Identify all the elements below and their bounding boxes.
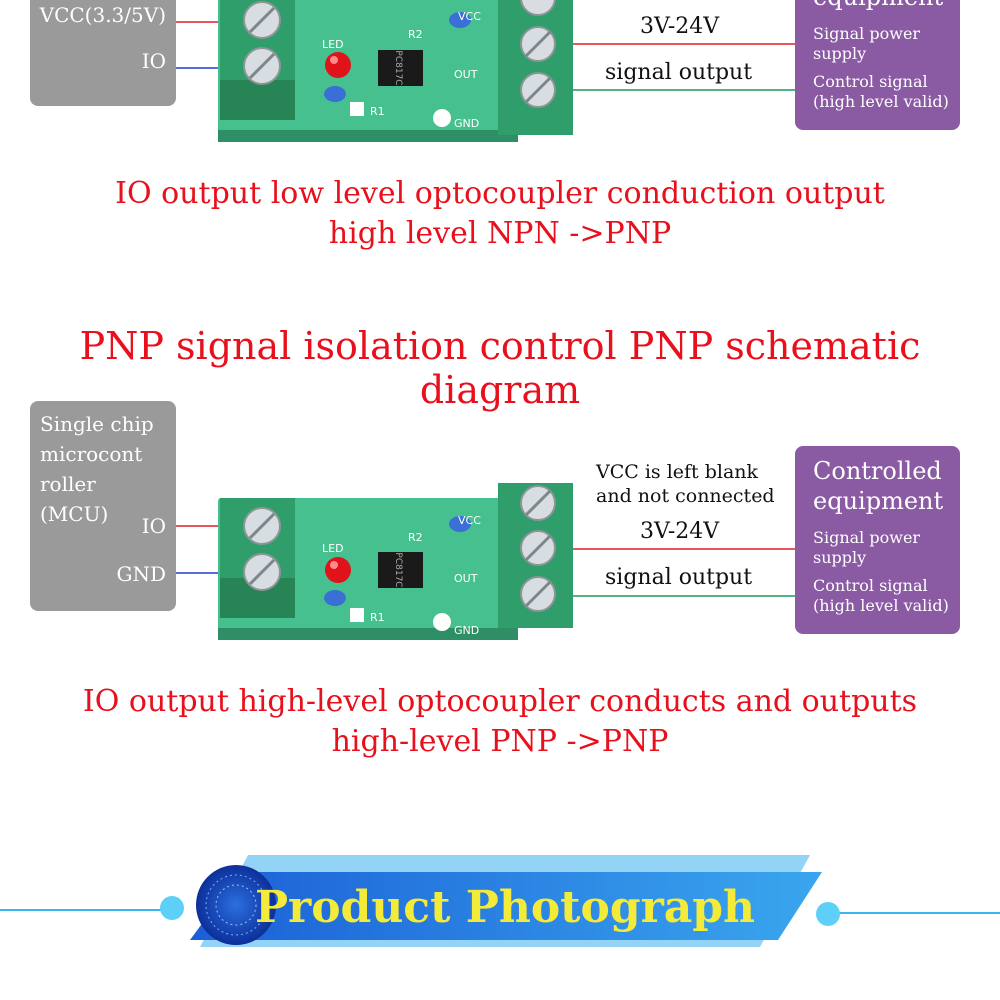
bottom-chip-label: PC817C: [393, 552, 403, 587]
bottom-equipment-title: Controlled equipment: [813, 457, 944, 515]
top-mcu-vcc-label: VCC(3.3/5V): [39, 3, 166, 27]
top-optocoupler-board: PC817C LED R1 R2 VCC OUT GND: [218, 0, 573, 142]
bottom-vcc-label: VCC: [458, 514, 481, 527]
top-signal-output-label: signal output: [605, 60, 753, 85]
top-caption-line2: high level NPN ->PNP: [328, 216, 672, 251]
top-chip-label: PC817C: [393, 50, 403, 85]
bottom-mcu-io-label: IO: [141, 514, 166, 538]
product-photograph-banner: Product Photograph: [0, 855, 1000, 947]
bottom-vcc-note: VCC is left blank and not connected: [596, 461, 775, 507]
bottom-signal-power-supply: Signal power supply: [813, 528, 921, 567]
top-equipment-box: equipment Signal power supply Control si…: [795, 0, 960, 130]
top-signal-power-supply: Signal power supply: [813, 24, 921, 63]
top-voltage-label: 3V-24V: [640, 14, 720, 39]
bottom-signal-output-label: signal output: [605, 565, 753, 590]
banner-title: Product Photograph: [255, 882, 755, 933]
top-mcu-box: VCC(3.3/5V) IO: [30, 0, 176, 106]
bottom-mcu-gnd-label: GND: [116, 562, 166, 586]
top-mcu-io-label: IO: [141, 49, 166, 73]
bottom-r2-label: R2: [408, 531, 423, 544]
top-equipment-title: equipment: [813, 0, 943, 12]
top-gnd-label: GND: [454, 117, 479, 130]
pnp-heading: PNP signal isolation control PNP schemat…: [79, 324, 921, 412]
top-led-label: LED: [322, 38, 344, 51]
bottom-mcu-box: Single chip microcont roller (MCU) IO GN…: [30, 401, 176, 611]
top-control-signal: Control signal (high level valid): [813, 72, 949, 111]
bottom-r1-label: R1: [370, 611, 385, 624]
bottom-caption-line1: IO output high-level optocoupler conduct…: [82, 684, 918, 719]
top-r2-label: R2: [408, 28, 423, 41]
top-out-label: OUT: [454, 68, 478, 81]
bottom-mcu-title: Single chip microcont roller (MCU): [40, 412, 154, 526]
top-caption-line1: IO output low level optocoupler conducti…: [115, 176, 885, 211]
bottom-control-signal: Control signal (high level valid): [813, 576, 949, 615]
top-r1-label: R1: [370, 105, 385, 118]
top-vcc-label: VCC: [458, 10, 481, 23]
bottom-equipment-box: Controlled equipment Signal power supply…: [795, 446, 960, 634]
bottom-out-label: OUT: [454, 572, 478, 585]
bottom-led-label: LED: [322, 542, 344, 555]
bottom-optocoupler-board: PC817C LED R1 R2 VCC OUT GND: [218, 483, 573, 640]
bottom-voltage-label: 3V-24V: [640, 519, 720, 544]
bottom-gnd-label: GND: [454, 624, 479, 637]
bottom-caption-line2: high-level PNP ->PNP: [331, 724, 669, 759]
